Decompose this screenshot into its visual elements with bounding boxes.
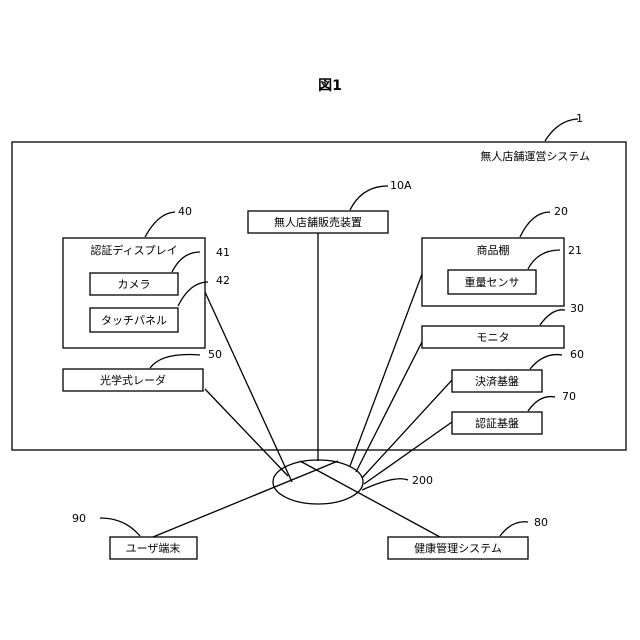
- weight-sensor-label: 重量センサ: [465, 275, 520, 289]
- payment-ref: 60: [570, 348, 584, 361]
- health-label: 健康管理システム: [414, 541, 502, 555]
- vending-ref: 10A: [390, 179, 412, 192]
- lidar-label: 光学式レーダ: [100, 373, 166, 387]
- line-user-terminal: [153, 461, 338, 537]
- vending-label: 無人店舗販売装置: [274, 215, 362, 229]
- monitor-label: モニタ: [477, 331, 510, 344]
- auth-display-ref: 40: [178, 205, 192, 218]
- system-label: 無人店舗運営システム: [480, 149, 590, 163]
- touch-panel-ref: 42: [216, 274, 230, 287]
- user-terminal-ref: 90: [72, 512, 86, 525]
- health-ref: 80: [534, 516, 548, 529]
- camera-ref: 41: [216, 246, 230, 259]
- system-ref: 1: [576, 112, 583, 125]
- lidar-ref: 50: [208, 348, 222, 361]
- weight-sensor-ref: 21: [568, 244, 582, 257]
- system-leader: [545, 119, 578, 141]
- network-ref: 200: [412, 474, 433, 487]
- health-leader: [500, 522, 528, 536]
- auth-base-label: 認証基盤: [475, 416, 519, 430]
- auth-base-ref: 70: [562, 390, 576, 403]
- shelf-ref: 20: [554, 205, 568, 218]
- payment-label: 決済基盤: [475, 374, 519, 388]
- user-terminal-leader: [100, 518, 140, 536]
- touch-panel-label: タッチパネル: [101, 314, 167, 327]
- camera-label: カメラ: [118, 278, 151, 291]
- shelf-label: 商品棚: [477, 243, 510, 257]
- figure-title: 図1: [318, 78, 342, 94]
- line-health: [300, 461, 440, 537]
- auth-display-label: 認証ディスプレイ: [90, 243, 177, 257]
- user-terminal-label: ユーザ端末: [126, 541, 181, 555]
- monitor-ref: 30: [570, 302, 584, 315]
